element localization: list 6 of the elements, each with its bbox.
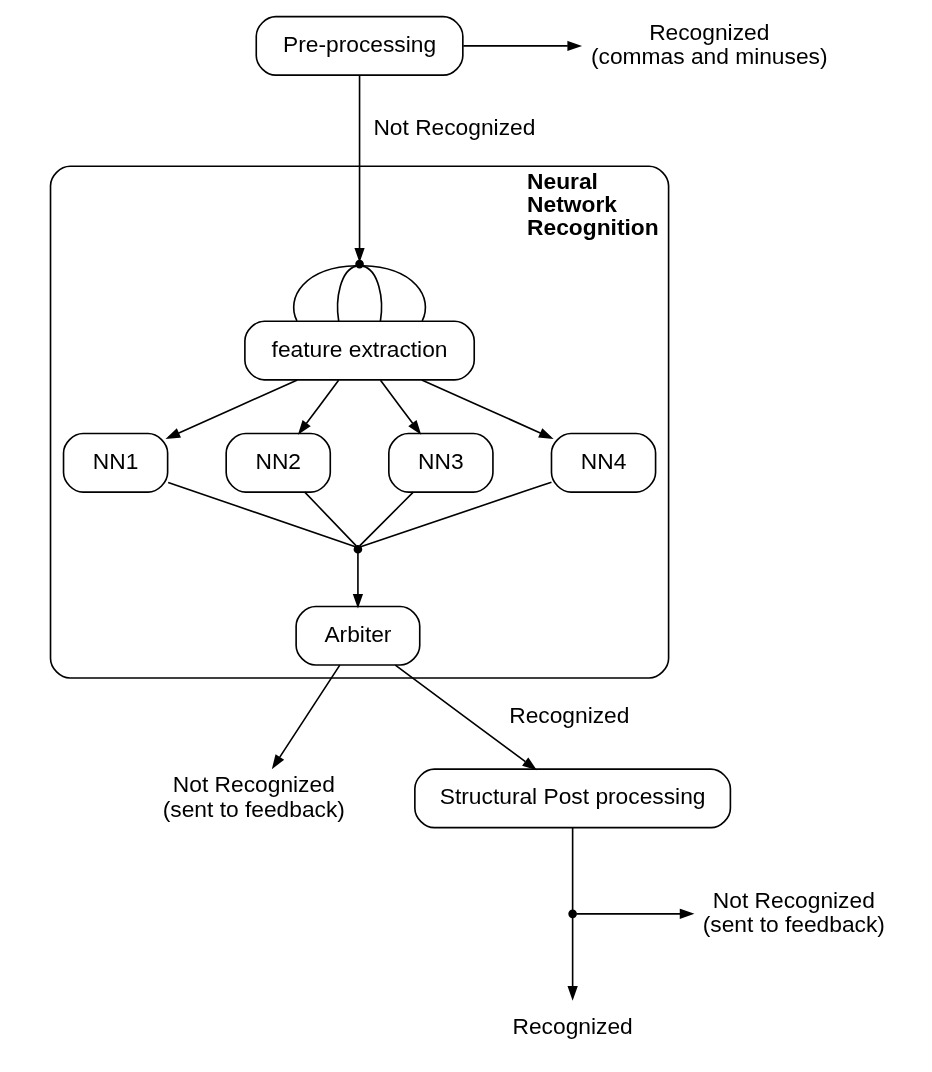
- node-text: Recognized (commas and minuses): [590, 18, 828, 70]
- node-text: Recognized: [512, 1012, 633, 1039]
- edge-label: Not Recognized: [372, 113, 535, 140]
- node-text: Not Recognized (sent to feedback): [162, 771, 345, 822]
- node-text: Not Recognized (sent to feedback): [702, 886, 885, 938]
- edge-label: Recognized: [508, 702, 629, 729]
